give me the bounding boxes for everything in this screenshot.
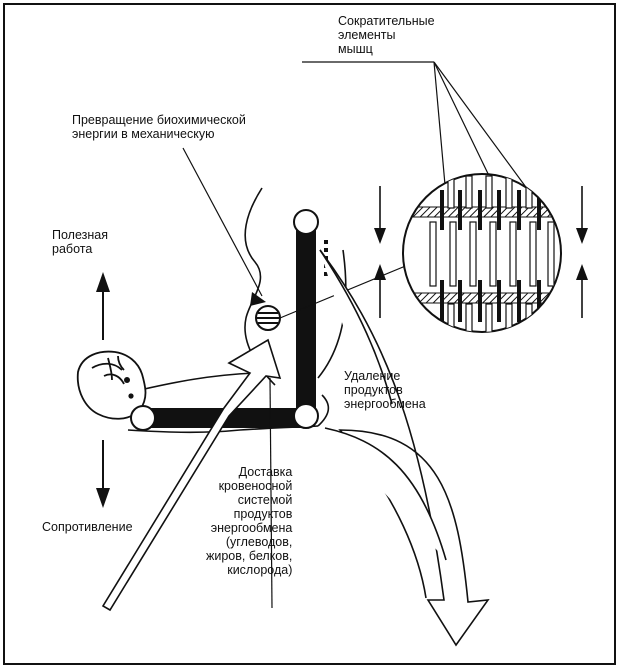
muscle-sample-icon — [255, 305, 281, 331]
resistance-arrow — [96, 440, 110, 508]
contractile-label: Сократительные элементы мышц — [338, 14, 435, 56]
delivery-line-3: системой — [237, 493, 293, 507]
magnify-left-arrows — [374, 186, 386, 318]
removal-line-1: Удаление — [344, 369, 401, 383]
delivery-hollow-arrow — [101, 338, 282, 612]
removal-label: Удаление продуктов энергообмена — [344, 369, 426, 411]
useful-work-line-2: работа — [52, 242, 93, 256]
delivery-line-5: энергообмена — [210, 521, 293, 535]
bone-bars — [143, 222, 316, 428]
figure-border — [3, 3, 616, 665]
delivery-line-1: Доставка — [238, 465, 293, 479]
contractile-line-2: элементы — [338, 28, 396, 42]
thin-filaments — [429, 175, 555, 332]
contractile-line-3: мышц — [338, 42, 373, 56]
conversion-pointer-arrow — [250, 292, 266, 306]
joints — [130, 209, 319, 431]
removal-line-2: продуктов — [344, 383, 403, 397]
delivery-line-7: жиров, белков, — [206, 549, 293, 563]
shoulder-joint — [293, 209, 319, 235]
thick-filaments — [440, 190, 541, 322]
conversion-line-2: энергии в механическую — [72, 127, 215, 141]
upper-arm-bone — [296, 222, 316, 414]
magnified-muscle-view — [402, 173, 562, 333]
delivery-line-4: продуктов — [233, 507, 293, 521]
delivery-line-6: (углеводов, — [225, 535, 293, 549]
useful-work-line-1: Полезная — [52, 228, 108, 242]
removal-line-3: энергообмена — [344, 397, 426, 411]
delivery-label: Доставка кровеносной системой продуктов … — [206, 465, 292, 577]
conversion-label: Превращение биохимической энергии в меха… — [72, 113, 246, 141]
elbow-joint — [293, 403, 319, 429]
resistance-text: Сопротивление — [42, 520, 133, 534]
contractile-line-1: Сократительные — [338, 14, 435, 28]
fist-icon — [76, 350, 147, 420]
hand-joint — [130, 405, 156, 431]
resistance-label: Сопротивление — [42, 520, 133, 534]
conversion-line-1: Превращение биохимической — [72, 113, 246, 127]
delivery-line-2: кровеносной — [218, 479, 293, 493]
useful-work-label: Полезная работа — [52, 228, 108, 256]
delivery-leader — [269, 377, 273, 609]
magnify-right-arrows — [576, 186, 588, 318]
leader-lines — [182, 61, 529, 319]
useful-work-arrow — [96, 272, 110, 340]
removal-hollow-arrow — [319, 249, 490, 647]
delivery-line-8: кислорода) — [227, 563, 293, 577]
